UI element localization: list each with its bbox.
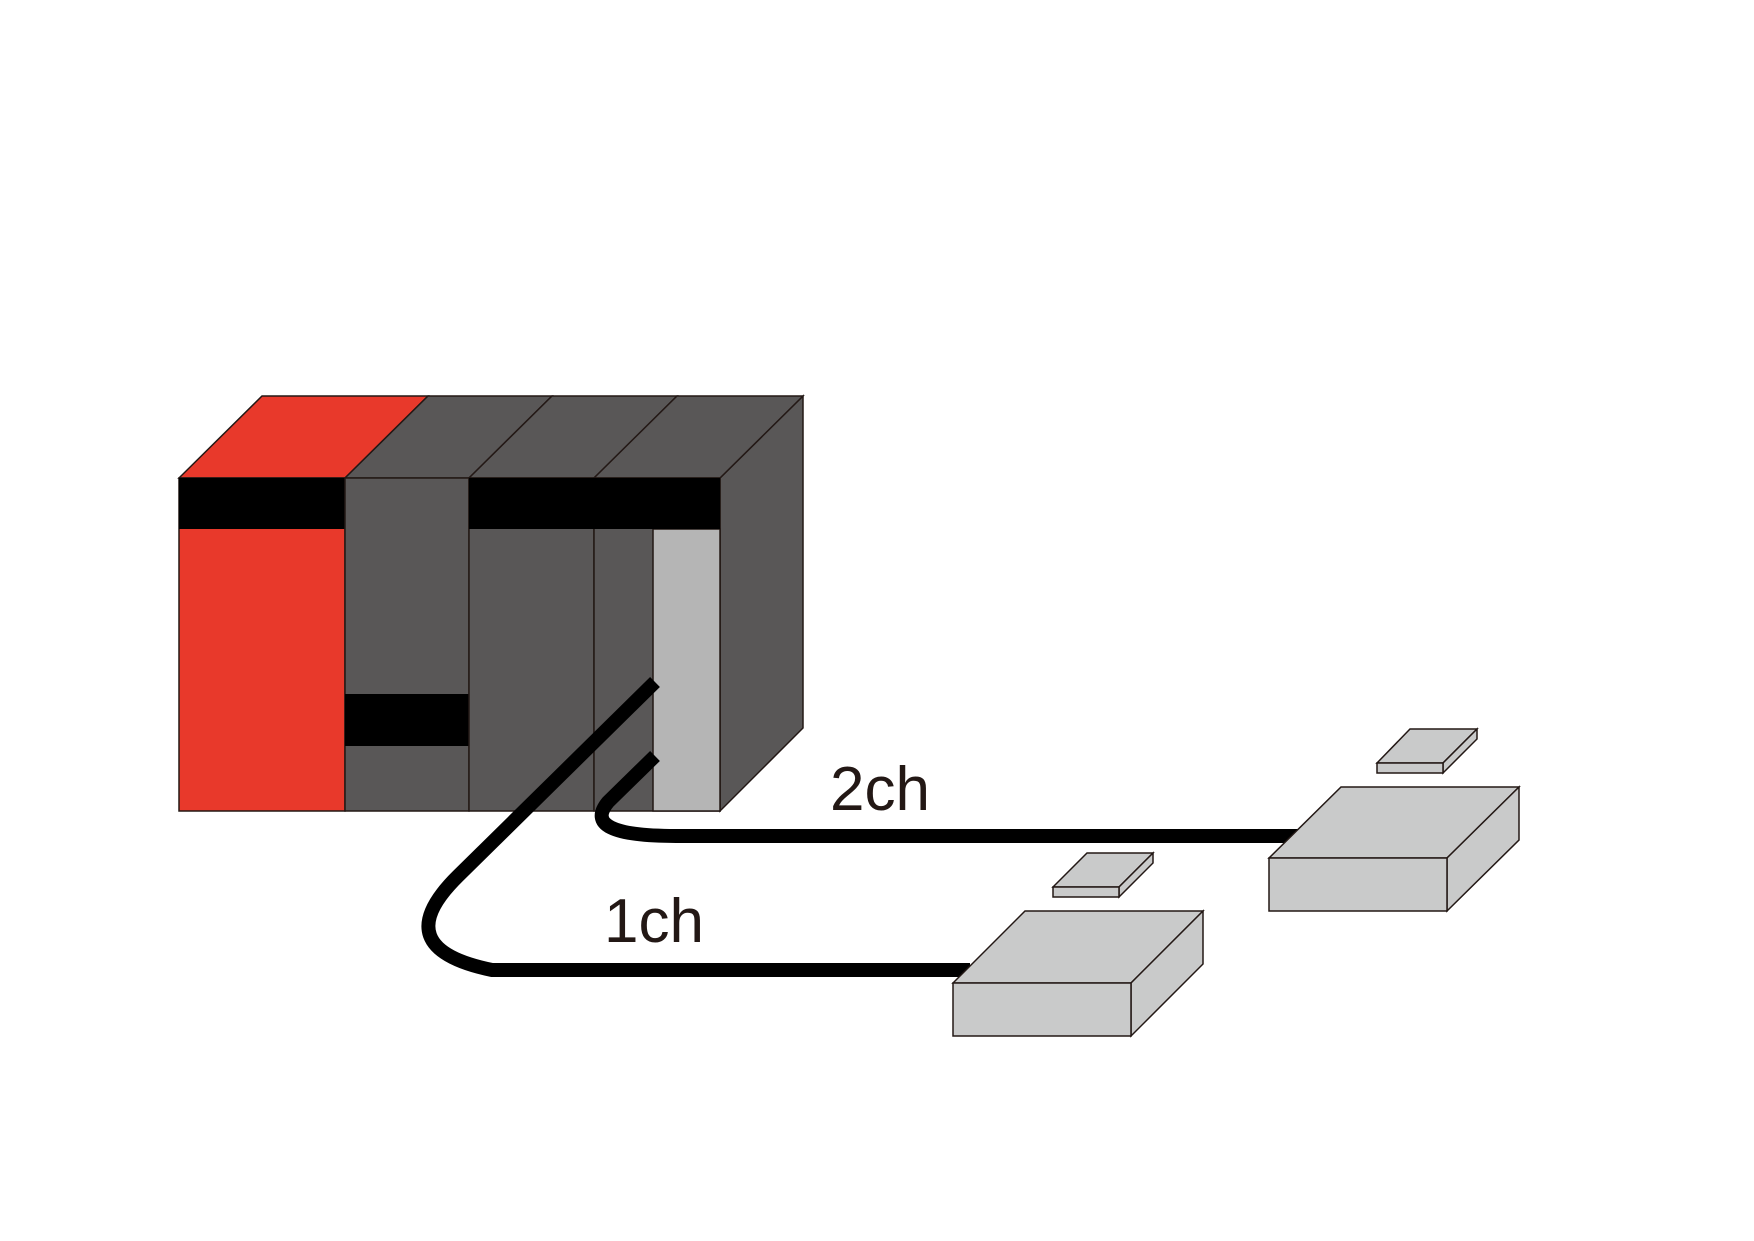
cpu-module bbox=[178, 477, 346, 812]
device-1ch-front bbox=[952, 982, 1132, 1037]
interface-panel bbox=[652, 528, 721, 812]
module-2-front bbox=[344, 477, 470, 812]
interface-module bbox=[593, 477, 721, 812]
cable-2ch bbox=[594, 750, 1300, 843]
device-2ch bbox=[1267, 785, 1521, 913]
device-2ch-connector-front bbox=[1376, 762, 1444, 774]
label-2ch: 2ch bbox=[830, 755, 930, 824]
device-1ch bbox=[951, 909, 1205, 1038]
cpu-module-front bbox=[178, 477, 346, 812]
label-1ch: 1ch bbox=[604, 887, 704, 956]
device-2ch-connector bbox=[1375, 727, 1479, 775]
cpu-module-band bbox=[179, 478, 345, 529]
plc-rack bbox=[177, 394, 805, 813]
device-2ch-front bbox=[1268, 857, 1448, 912]
module-2-band bbox=[345, 694, 469, 746]
cable-1ch bbox=[421, 677, 970, 977]
module-2 bbox=[344, 477, 470, 812]
device-1ch-connector bbox=[1051, 851, 1155, 899]
module-3-4-band bbox=[469, 478, 720, 529]
device-1ch-connector-front bbox=[1052, 886, 1120, 898]
cables bbox=[421, 677, 1300, 977]
